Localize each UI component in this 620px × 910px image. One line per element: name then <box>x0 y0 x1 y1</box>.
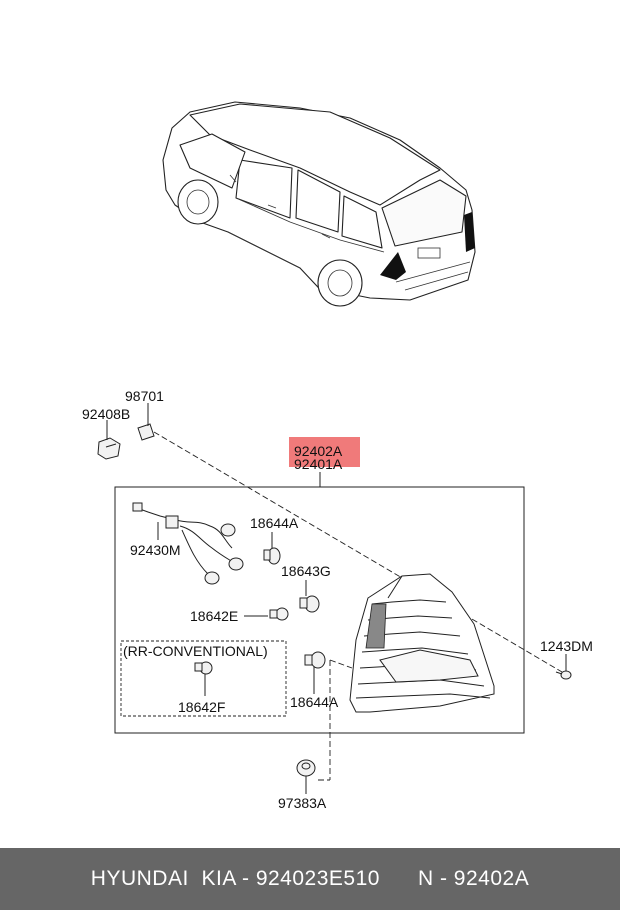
highlight-box <box>289 437 360 467</box>
label-rr-conventional: (RR-CONVENTIONAL) <box>123 643 268 659</box>
conventional-subframe <box>120 640 287 717</box>
label-92402a: 92402A <box>294 443 343 459</box>
footer-bar: HYUNDAI KIA - 924023E510 N - 92402A <box>0 848 620 910</box>
label-18644a-bottom: 18644A <box>290 694 339 710</box>
vehicle-illustration <box>162 101 476 307</box>
label-18642f: 18642F <box>178 699 225 715</box>
dashed-guide-main <box>153 431 563 673</box>
label-98701: 98701 <box>125 388 164 404</box>
label-1243dm: 1243DM <box>540 638 593 654</box>
tail-lamp-icon <box>349 573 495 713</box>
parts-diagram: 98701 92408B 92402A 92401A 18644A 92430M… <box>82 101 593 811</box>
footer-part-number: HYUNDAI KIA - 924023E510 <box>90 867 380 890</box>
label-18644a-top: 18644A <box>250 515 299 531</box>
label-92408b: 92408B <box>82 406 130 422</box>
wiring-harness-icon <box>132 502 244 585</box>
screw-1243dm-icon <box>555 670 572 680</box>
bulb-18644a-top-icon <box>263 547 281 565</box>
bulb-18644a-bottom-icon <box>304 651 326 669</box>
bulb-18642f-icon <box>194 661 213 675</box>
footer-spacer <box>380 867 418 891</box>
label-18643g: 18643G <box>281 563 331 579</box>
label-18642e: 18642E <box>190 608 238 624</box>
footer-code: N - 92402A <box>417 867 530 890</box>
label-92401a: 92401A <box>294 456 343 472</box>
part-98701-icon <box>137 423 155 441</box>
label-92430m: 92430M <box>130 542 181 558</box>
bulb-18642e-icon <box>269 607 289 621</box>
grommet-97383a-icon <box>296 759 316 777</box>
bulb-18643g-icon <box>299 595 320 613</box>
dashed-guide-bottom-2 <box>329 659 353 669</box>
label-97383a: 97383A <box>278 795 327 811</box>
part-92408b-icon <box>97 437 121 460</box>
